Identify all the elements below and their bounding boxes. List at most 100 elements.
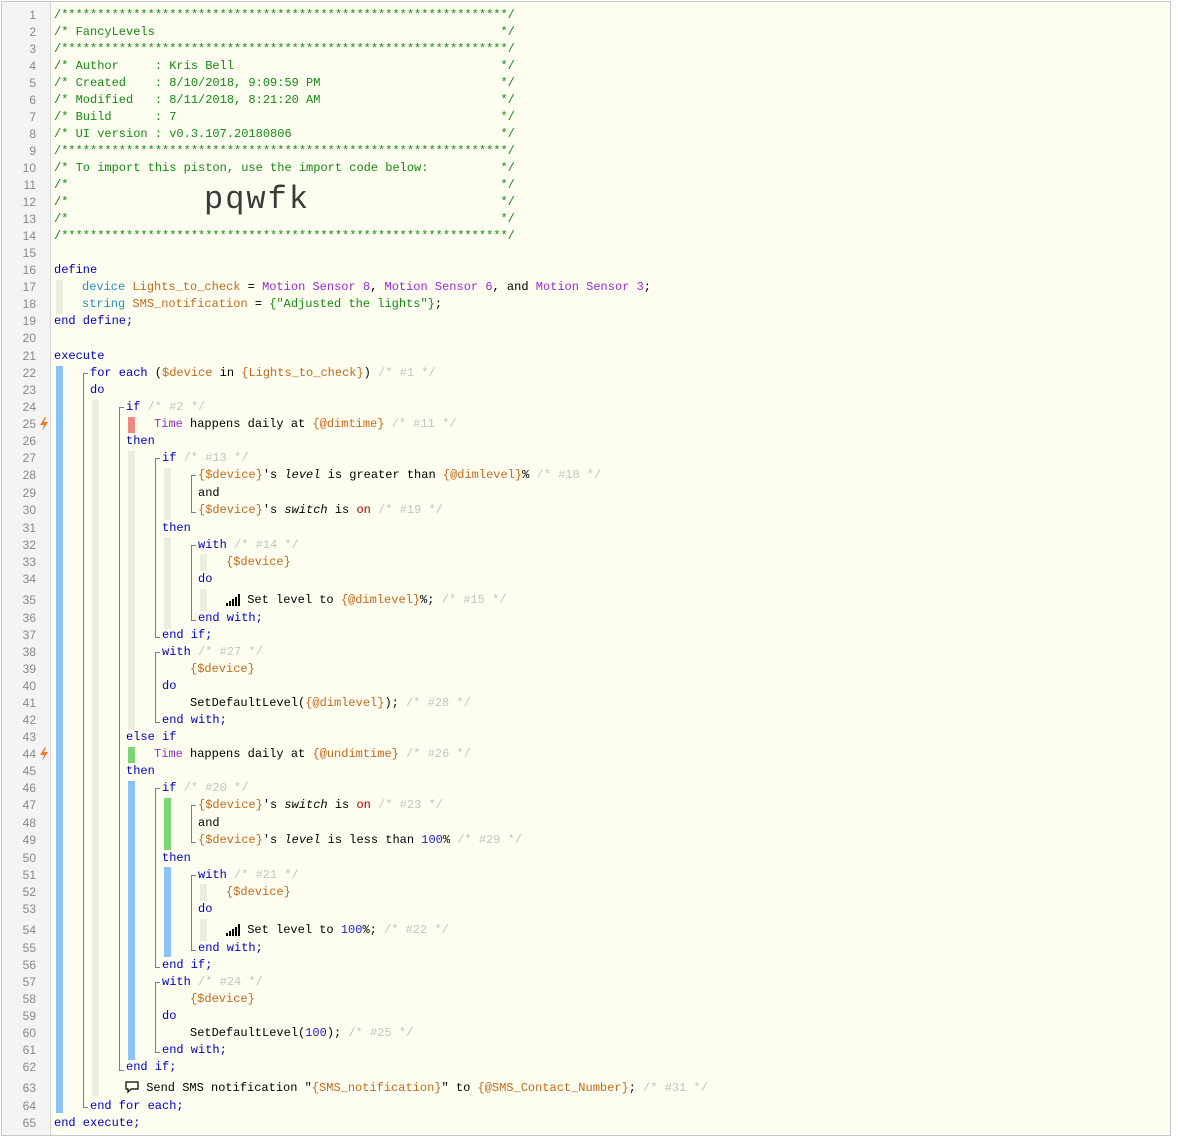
line-number: 25: [22, 417, 36, 431]
set-default-level-task[interactable]: SetDefaultLevel(100); /* #25 */: [190, 1026, 414, 1040]
header-blank: /* */: [54, 195, 515, 209]
line-number: 5: [29, 76, 36, 90]
line-number: 59: [22, 1009, 36, 1023]
for-each-statement[interactable]: for each ($device in {Lights_to_check}) …: [90, 366, 436, 380]
condition-level-greater[interactable]: {$device}'s level is greater than {@diml…: [198, 468, 602, 482]
condition-bracket: [191, 475, 196, 513]
with-statement[interactable]: with /* #27 */: [162, 645, 263, 659]
line-number: 31: [22, 521, 36, 535]
with-device[interactable]: {$device}: [190, 992, 255, 1006]
lightning-bolt-icon: [40, 417, 48, 431]
condition-bracket: [191, 805, 196, 843]
line-number: 27: [22, 451, 36, 465]
line-number: 45: [22, 764, 36, 778]
header-blank: /* */: [54, 178, 515, 192]
trigger-condition-undimtime[interactable]: Time happens daily at {@undimtime} /* #2…: [154, 747, 471, 761]
and-operator[interactable]: and: [198, 486, 220, 500]
set-default-level-task[interactable]: SetDefaultLevel({@dimlevel}); /* #28 */: [190, 696, 471, 710]
set-level-task[interactable]: Set level to {@dimlevel}%; /* #15 */: [226, 592, 506, 609]
if-statement[interactable]: if /* #2 */: [126, 400, 206, 414]
with-device-bar: [200, 554, 207, 571]
line-number: 36: [22, 611, 36, 625]
end-if: end if;: [162, 628, 213, 642]
line-number: 33: [22, 555, 36, 569]
do-keyword: do: [198, 572, 213, 586]
line-number: 49: [22, 833, 36, 847]
string-variable-declaration[interactable]: string SMS_notification = {"Adjusted the…: [82, 297, 443, 311]
with-device[interactable]: {$device}: [226, 885, 291, 899]
then-keyword: then: [126, 764, 155, 778]
and-operator[interactable]: and: [198, 816, 220, 830]
line-number: 54: [22, 923, 36, 937]
with-statement[interactable]: with /* #24 */: [162, 975, 263, 989]
trigger-condition-dimtime[interactable]: Time happens daily at {@dimtime} /* #11 …: [154, 417, 457, 431]
condition-level-less[interactable]: {$device}'s level is less than 100% /* #…: [198, 833, 523, 847]
signal-bars-icon: [226, 923, 240, 936]
line-number: 14: [22, 229, 36, 243]
line-number: 19: [22, 314, 36, 328]
line-number: 18: [22, 297, 36, 311]
if-condition-bar: [164, 798, 171, 850]
if-bracket: [155, 788, 160, 968]
line-number: 3: [29, 42, 36, 56]
line-number: 63: [22, 1081, 36, 1095]
line-number-gutter: [2, 2, 51, 1135]
then-keyword: then: [126, 434, 155, 448]
if-statement[interactable]: if /* #13 */: [162, 451, 249, 465]
if-statement[interactable]: if /* #20 */: [162, 781, 249, 795]
then-block-bar: [128, 781, 135, 1060]
end-execute: end execute;: [54, 1116, 141, 1130]
line-number: 40: [22, 679, 36, 693]
line-number: 10: [22, 161, 36, 175]
with-bracket: [191, 545, 196, 621]
line-number: 1: [29, 8, 36, 22]
condition-switch-on[interactable]: {$device}'s switch is on /* #19 */: [198, 503, 443, 517]
with-bracket: [155, 652, 160, 723]
condition-status-bar: [128, 747, 135, 763]
line-number: 46: [22, 781, 36, 795]
line-number: 4: [29, 59, 36, 73]
header-title: /* FancyLevels */: [54, 25, 515, 39]
do-inner-bar: [200, 589, 207, 611]
line-number: 44: [22, 747, 36, 761]
with-statement[interactable]: with /* #14 */: [198, 538, 299, 552]
line-number: 47: [22, 798, 36, 812]
condition-switch-on[interactable]: {$device}'s switch is on /* #23 */: [198, 798, 443, 812]
line-number: 55: [22, 941, 36, 955]
if-bracket: [119, 407, 124, 1071]
line-number: 21: [22, 349, 36, 363]
line-number: 58: [22, 992, 36, 1006]
with-statement[interactable]: with /* #21 */: [198, 868, 299, 882]
line-number: 2: [29, 25, 36, 39]
else-if-statement[interactable]: else if: [126, 730, 177, 744]
set-level-task[interactable]: Set level to 100%; /* #22 */: [226, 922, 449, 939]
execute-statement: execute: [54, 349, 105, 363]
do-keyword: do: [162, 679, 177, 693]
execute-block-bar: [56, 366, 63, 1113]
header-border: /***************************************…: [54, 8, 515, 22]
lightning-bolt-icon: [40, 747, 48, 761]
end-if: end if;: [126, 1060, 177, 1074]
line-number: 52: [22, 885, 36, 899]
line-number: 11: [23, 178, 36, 192]
header-build: /* Build : 7 */: [54, 110, 515, 124]
line-number: 29: [22, 486, 36, 500]
then-inner-bar: [164, 867, 171, 957]
line-number: 15: [22, 246, 36, 260]
line-number: 16: [22, 263, 36, 277]
line-number: 51: [22, 868, 36, 882]
line-number: 38: [22, 645, 36, 659]
line-number: 6: [29, 93, 36, 107]
header-import-instructions: /* To import this piston, use the import…: [54, 161, 515, 175]
device-variable-declaration[interactable]: device Lights_to_check = Motion Sensor 8…: [82, 280, 651, 294]
define-statement: define: [54, 263, 98, 277]
line-number: 24: [22, 400, 36, 414]
header-blank: /* */: [54, 212, 515, 226]
with-device[interactable]: {$device}: [226, 555, 291, 569]
if-bracket: [155, 458, 160, 638]
line-number: 23: [22, 383, 36, 397]
send-sms-task[interactable]: Send SMS notification "{SMS_notification…: [125, 1080, 708, 1097]
with-device[interactable]: {$device}: [190, 662, 255, 676]
line-number: 39: [22, 662, 36, 676]
